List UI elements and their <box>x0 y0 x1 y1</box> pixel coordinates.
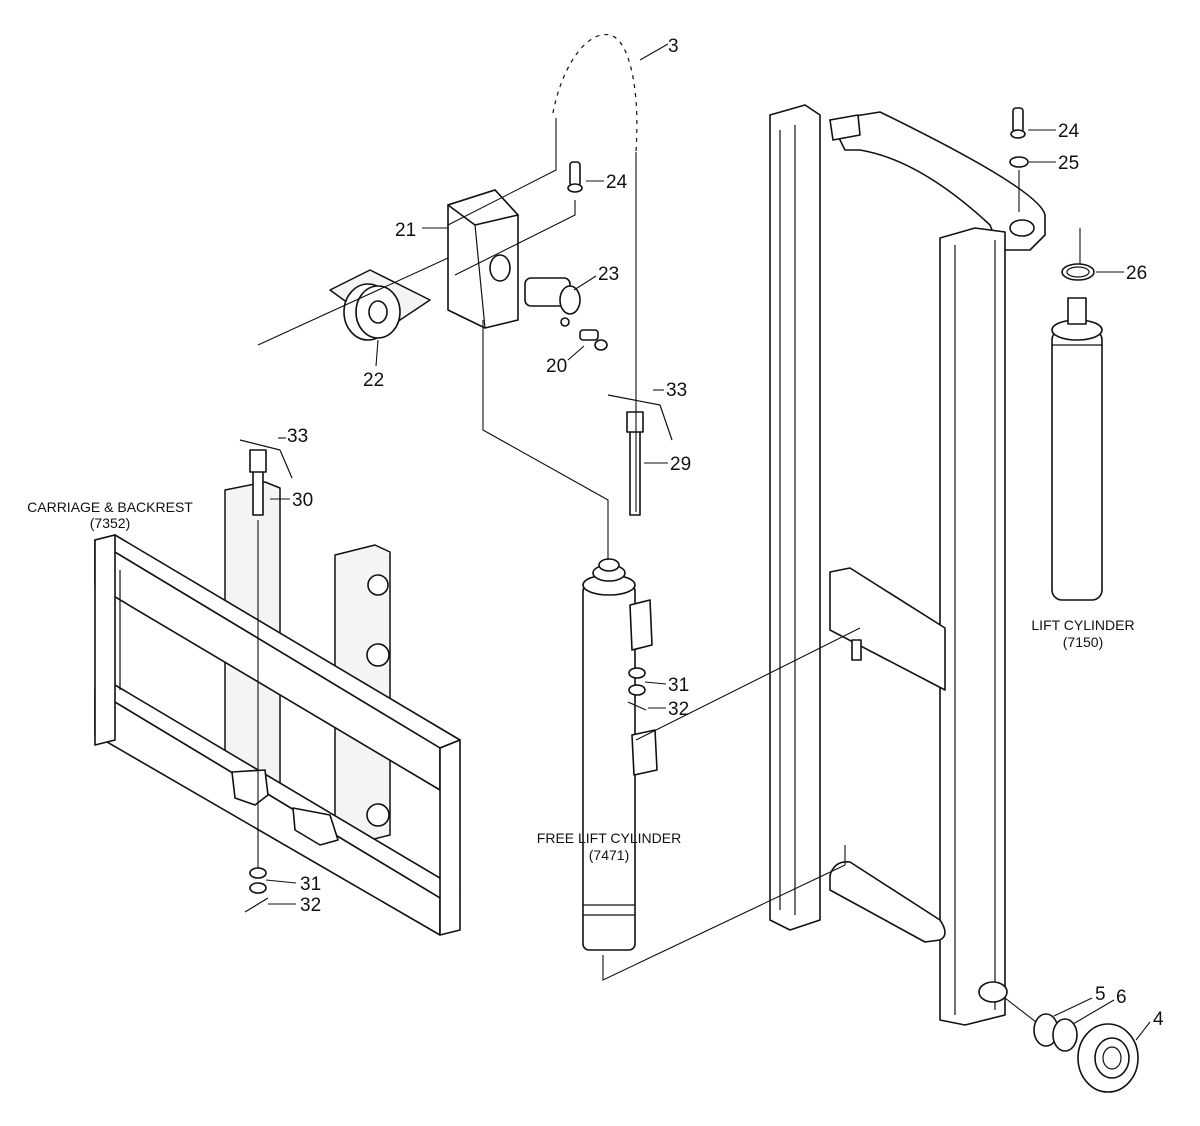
bolt-20 <box>579 329 608 351</box>
free-lift-cylinder <box>582 558 658 951</box>
lift-cylinder-label: LIFT CYLINDER <box>1031 617 1134 633</box>
callout-32-right: 32 <box>668 699 689 720</box>
callout-31-right: 31 <box>668 675 689 696</box>
bolt-24-left <box>567 161 583 193</box>
callout-6: 6 <box>1116 987 1127 1008</box>
callout-31-left: 31 <box>300 874 321 895</box>
callout-32-left: 32 <box>300 895 321 916</box>
callout-25: 25 <box>1058 153 1079 174</box>
callout-4: 4 <box>1153 1009 1164 1030</box>
lift-cylinder-code: (7150) <box>1063 634 1103 650</box>
free-lift-cylinder-code: (7471) <box>589 847 629 863</box>
assembly-lines <box>257 43 1151 1041</box>
carriage-backrest-code: (7352) <box>90 515 130 531</box>
callout-24-left: 24 <box>606 172 628 193</box>
callout-29: 29 <box>670 454 691 475</box>
mast-frame <box>769 104 1046 1026</box>
callout-22: 22 <box>363 370 384 391</box>
lift-chain <box>550 32 639 153</box>
chain-anchor-21 <box>447 189 519 329</box>
callout-33-left: 33 <box>287 426 308 447</box>
callout-3: 3 <box>668 36 679 57</box>
callout-20: 20 <box>546 356 567 377</box>
nut-31-right <box>628 667 646 696</box>
chain-anchor-bolt-30 <box>239 439 293 516</box>
callout-24-right: 24 <box>1058 121 1080 142</box>
carriage-backrest <box>94 481 461 936</box>
sheave-22 <box>329 269 431 341</box>
callout-23: 23 <box>598 264 619 285</box>
callout-30: 30 <box>292 490 313 511</box>
lift-cylinder <box>1051 297 1103 601</box>
callout-labels: 3 24 24 25 26 21 23 20 22 33 30 33 29 31… <box>287 36 1164 1030</box>
assembly-labels: CARRIAGE & BACKREST (7352) LIFT CYLINDER… <box>27 499 1134 863</box>
nut-31-left <box>249 867 267 894</box>
carriage-backrest-label: CARRIAGE & BACKREST <box>27 499 193 515</box>
bolt-24-right <box>1010 107 1026 139</box>
washer-25 <box>1009 156 1029 168</box>
washer-6 <box>1052 1018 1078 1052</box>
chain-anchor-bolt-29 <box>607 394 673 516</box>
cotter-pin-32-left <box>244 897 269 913</box>
free-lift-cylinder-label: FREE LIFT CYLINDER <box>537 830 681 846</box>
pin-23 <box>524 277 581 327</box>
callout-33-right: 33 <box>666 380 687 401</box>
callout-21: 21 <box>395 220 416 241</box>
oring-26 <box>1061 263 1095 281</box>
callout-5: 5 <box>1095 984 1106 1005</box>
cotter-pin-32-right <box>627 701 647 711</box>
callout-26: 26 <box>1126 263 1147 284</box>
roller-bearing-4 <box>1077 1023 1139 1093</box>
